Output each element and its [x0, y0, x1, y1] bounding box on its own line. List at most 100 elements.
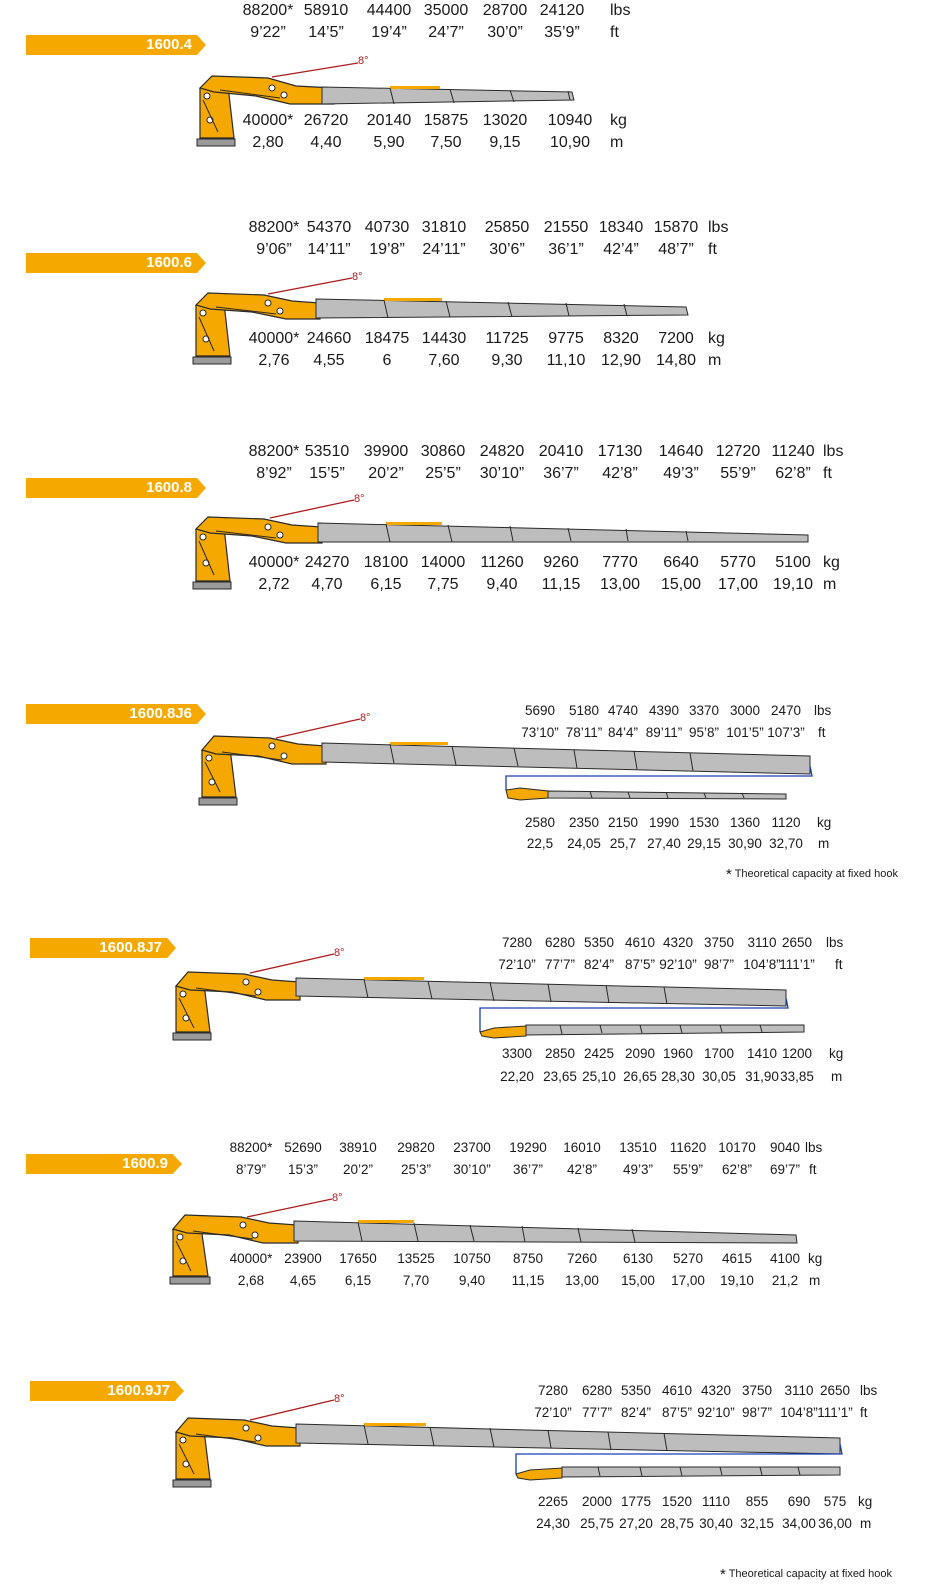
lbs-row: 5690 5180 4740 4390 3370 3000 2470 lbs	[0, 700, 930, 722]
m-row: 22,20 23,65 25,10 26,65 28,30 30,05 31,9…	[0, 1066, 930, 1088]
lbs-value: 14640	[658, 443, 704, 460]
model-tag: 1600.9J7	[30, 1381, 184, 1401]
ft-row: 72’10” 77’7” 82’4” 87’5” 92’10” 98’7” 10…	[0, 1402, 930, 1424]
lbs-value: 29820	[397, 1140, 435, 1155]
angle-label: 8°	[360, 712, 371, 724]
m-value: 28,30	[661, 1069, 695, 1084]
m-value: 30,40	[699, 1516, 733, 1531]
jib-arm	[479, 1024, 805, 1039]
kg-value: 7200	[658, 330, 694, 347]
lbs-value: 28700	[482, 2, 528, 19]
lbs-value: 53510	[304, 443, 350, 460]
m-row: 2,76 4,55 6 7,60 9,30 11,10 12,90 14,80 …	[0, 350, 930, 372]
footnote-text: Theoretical capacity at fixed hook	[728, 1568, 892, 1580]
kg-value: 5770	[720, 554, 756, 571]
footnote: * Theoretical capacity at fixed hook	[726, 867, 898, 882]
ft-value: 55’9”	[720, 465, 756, 482]
angle-label: 8°	[352, 271, 363, 283]
kg-value: 1775	[620, 1494, 652, 1509]
telescopic-boom	[295, 1423, 841, 1455]
kg-value: 20140	[366, 112, 412, 129]
m-value: 4,55	[313, 352, 345, 369]
kg-value: 7260	[566, 1251, 598, 1266]
crane-diagram: 8°	[196, 55, 575, 147]
ft-value: 62’8”	[721, 1162, 753, 1177]
model-tag: 1600.9	[26, 1154, 182, 1174]
kg-value: 26720	[303, 112, 349, 129]
model-1600-9j7: 1600.9J7 7280 6280 5350 4610 4320 3750 3…	[0, 1380, 930, 1587]
model-name: 1600.8	[146, 479, 192, 496]
ft-value: 104’8”	[780, 1405, 818, 1420]
lbs-value: 19290	[509, 1140, 547, 1155]
m-value: 32,70	[769, 836, 803, 851]
m-value: 24,05	[567, 836, 601, 851]
ft-value: 9’22”	[250, 24, 286, 41]
crane-diagram: 8°	[169, 1192, 798, 1285]
ft-value: 107’3”	[767, 725, 805, 740]
ft-row: 72’10” 77’7” 82’4” 87’5” 92’10” 98’7” 10…	[0, 954, 930, 976]
lbs-value: 21550	[543, 219, 589, 236]
ft-row: 73’10” 78’11” 84’4” 89’11” 95’8” 101’5” …	[0, 722, 930, 744]
ft-value: 111’1”	[779, 957, 815, 972]
ft-value: 111’1”	[817, 1405, 853, 1420]
m-value: 11,15	[541, 576, 581, 593]
m-value: 6	[382, 352, 392, 369]
ft-value: 98’7”	[703, 957, 735, 972]
footnote-mark: *	[726, 866, 732, 883]
crane-diagram: 8°	[172, 947, 805, 1041]
kg-value: 3300	[501, 1046, 533, 1061]
lbs-value: 31810	[421, 219, 467, 236]
m-value: 7,60	[428, 352, 460, 369]
lbs-value: 23700	[453, 1140, 491, 1155]
ft-row: 9’22” 14’5” 19’4” 24’7” 30’0” 35’9” ft	[0, 22, 930, 44]
ft-value: 98’7”	[741, 1405, 773, 1420]
kg-row: 2265 2000 1775 1520 1110 855 690 575 kg	[0, 1491, 930, 1513]
unit-ft: ft	[823, 465, 832, 482]
unit-kg: kg	[708, 330, 725, 347]
lbs-value: 11240	[771, 443, 815, 460]
ft-value: 92’10”	[659, 957, 697, 972]
kg-value: 1520	[661, 1494, 693, 1509]
crane-base	[172, 979, 212, 1041]
lbs-value: 7280	[501, 935, 533, 950]
jib-arm	[505, 787, 787, 801]
kg-value: 24270	[304, 554, 350, 571]
lbs-row: 88200* 52690 38910 29820 23700 19290 160…	[0, 1137, 930, 1159]
unit-lbs: lbs	[823, 443, 844, 460]
m-value: 25,75	[580, 1516, 614, 1531]
m-value: 7,75	[427, 576, 459, 593]
ft-value: 15’3”	[287, 1162, 319, 1177]
model-tag: 1600.6	[26, 253, 206, 273]
m-row: 22,5 24,05 25,7 27,40 29,15 30,90 32,70 …	[0, 833, 930, 855]
model-tag: 1600.8J6	[26, 704, 206, 724]
kg-value: 40000*	[248, 330, 300, 347]
m-value: 14,80	[655, 352, 697, 369]
kg-value: 7770	[602, 554, 638, 571]
m-value: 34,00	[782, 1516, 816, 1531]
kg-value: 10940	[547, 112, 593, 129]
ft-value: 48’7”	[658, 241, 694, 258]
unit-kg: kg	[829, 1046, 844, 1061]
m-value: 9,40	[486, 576, 518, 593]
lbs-value: 11620	[669, 1140, 707, 1155]
model-name: 1600.9J7	[107, 1382, 170, 1399]
unit-ft: ft	[809, 1162, 817, 1177]
ft-value: 19’8”	[369, 241, 405, 258]
lbs-value: 38910	[339, 1140, 377, 1155]
m-value: 9,40	[458, 1273, 486, 1288]
lbs-value: 30860	[420, 443, 466, 460]
jib-link	[479, 997, 789, 1032]
lbs-value: 24820	[479, 443, 525, 460]
model-name: 1600.8J7	[99, 939, 162, 956]
lbs-value: 3110	[747, 935, 777, 950]
ft-value: 8’79”	[235, 1162, 267, 1177]
m-value: 13,00	[599, 576, 641, 593]
ft-value: 20’2”	[368, 465, 404, 482]
ft-value: 42’8”	[602, 465, 638, 482]
ft-value: 24’11”	[422, 241, 466, 258]
m-value: 7,50	[430, 134, 462, 151]
angle-line	[267, 277, 353, 295]
lbs-value: 16010	[563, 1140, 601, 1155]
kg-value: 8320	[603, 330, 639, 347]
ft-value: 14’5”	[308, 24, 344, 41]
